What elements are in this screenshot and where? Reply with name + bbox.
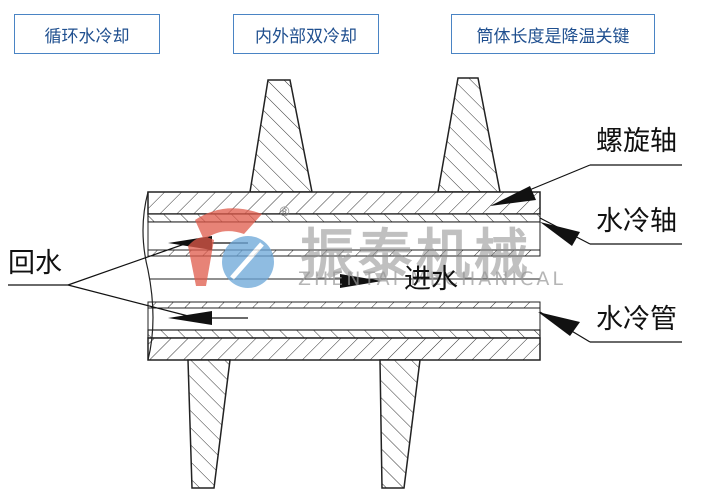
tag-dual-cooling: 内外部双冷却 [233, 14, 379, 54]
upper-flight-left [249, 79, 313, 193]
inner-pipe-top [147, 249, 541, 257]
watermark-brand: 振泰机械 [300, 223, 532, 286]
label-water-cooled-shaft: 水冷轴 [596, 206, 677, 237]
label-inlet-water: 进水 [404, 264, 458, 295]
return-arrow-lower [168, 311, 212, 325]
water-shaft-pointer [540, 222, 580, 246]
bottom-wall [147, 337, 541, 361]
screw-shaft-pointer [490, 186, 536, 206]
tag-circulating-water-cooling: 循环水冷却 [14, 14, 160, 54]
water-tube-pointer [538, 312, 580, 336]
tag-tube-length: 筒体长度是降温关键 [451, 14, 655, 54]
watermark-english: ZHENTAI MECHANICAL [298, 268, 566, 290]
inner-pipe-bottom [147, 301, 541, 309]
label-screw-shaft: 螺旋轴 [596, 126, 677, 157]
label-water-cooled-tube: 水冷管 [596, 304, 677, 335]
left-break [142, 191, 154, 361]
label-return-water: 回水 [8, 248, 62, 279]
upper-flight-right [437, 77, 501, 193]
lower-flight-right [379, 359, 421, 489]
watermark-registered-mark: ® [278, 205, 291, 220]
watermark-logo [188, 208, 274, 288]
bottom-tube-wall [147, 329, 541, 339]
inlet-arrow [340, 274, 382, 288]
lower-flight-left [187, 359, 231, 489]
